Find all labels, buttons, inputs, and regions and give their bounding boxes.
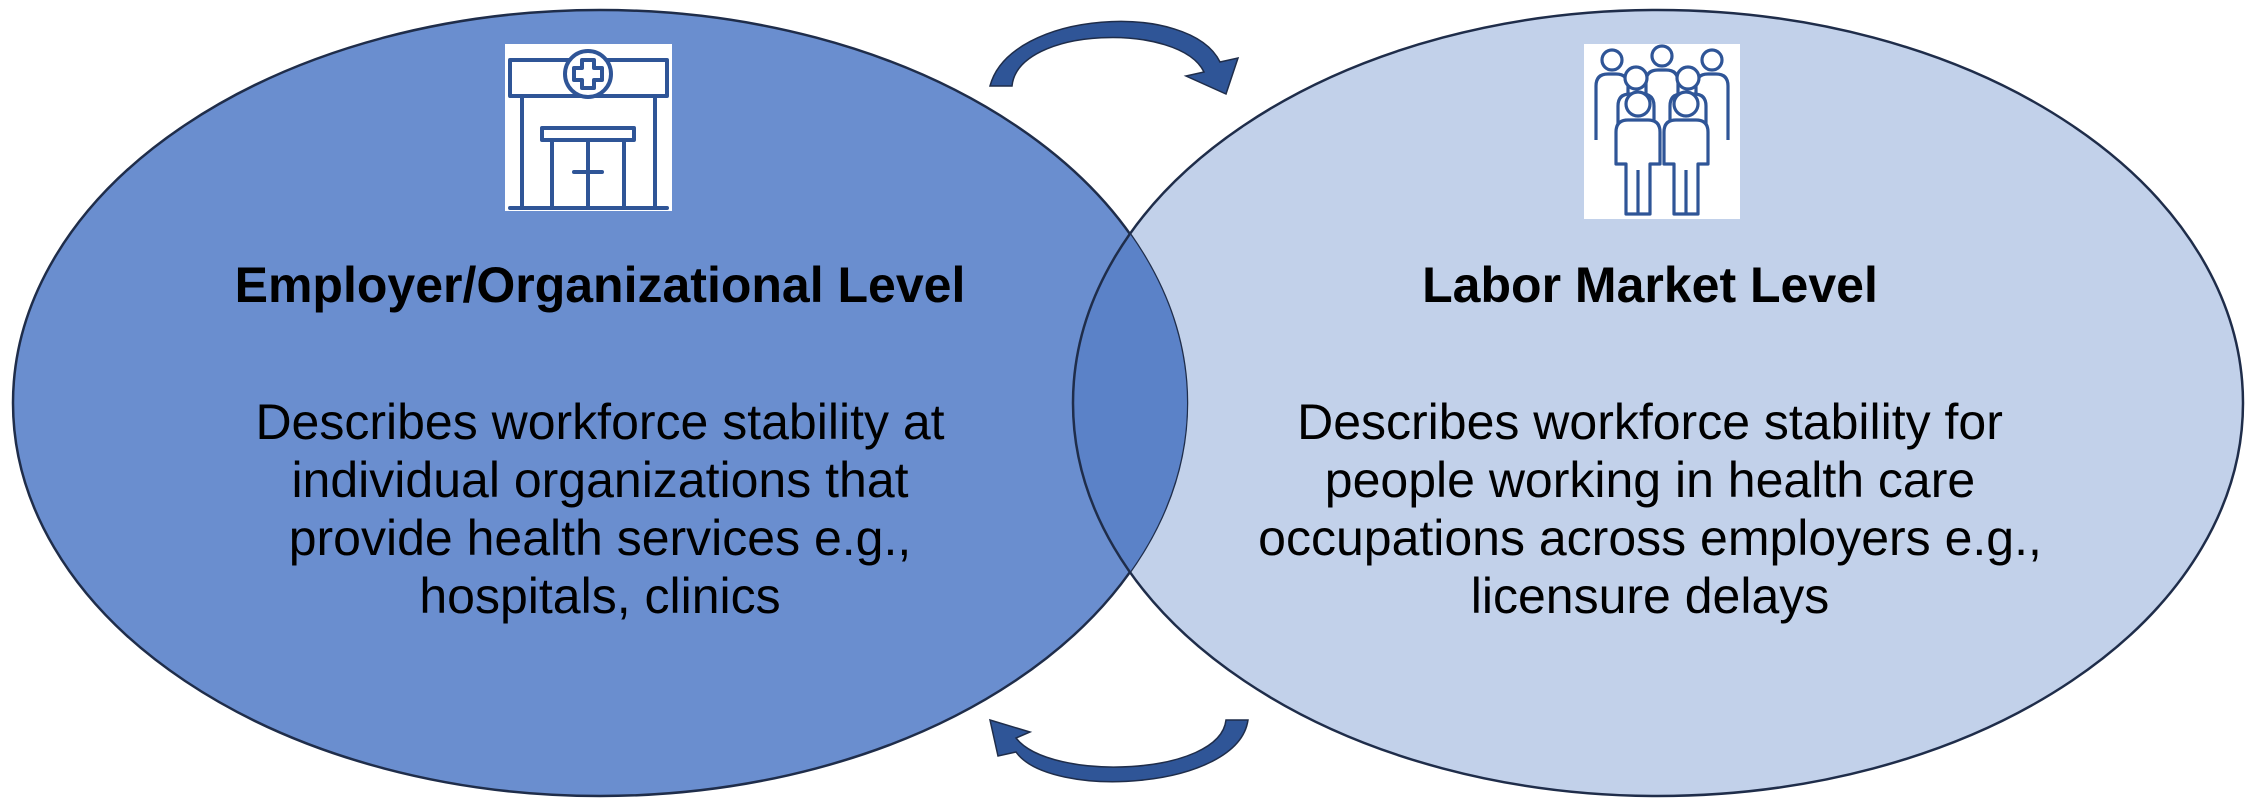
bottom-curved-arrow-icon — [988, 718, 1249, 783]
employer-description-line: provide health services e.g., — [288, 510, 912, 566]
employer-title: Employer/Organizational Level — [234, 257, 966, 313]
overlap-region — [1071, 10, 1187, 796]
people-group-icon — [1584, 44, 1740, 219]
employer-description-line: individual organizations that — [291, 452, 909, 508]
labor-market-description: Describes workforce stability for people… — [1200, 393, 2100, 625]
labor-market-text-group: Labor Market Level — [1200, 256, 2100, 314]
labor-market-description-line: occupations across employers e.g., — [1258, 510, 2042, 566]
employer-description-line: Describes workforce stability at — [255, 394, 945, 450]
employer-text-group: Employer/Organizational Level — [150, 256, 1050, 314]
labor-market-description-line: people working in health care — [1324, 452, 1976, 508]
labor-market-title: Labor Market Level — [1422, 257, 1878, 313]
labor-market-description-line: Describes workforce stability for — [1297, 394, 2003, 450]
employer-description: Describes workforce stability at individ… — [150, 393, 1050, 625]
labor-market-description-line: licensure delays — [1470, 568, 1830, 624]
top-curved-arrow-icon — [989, 20, 1240, 96]
employer-description-line: hospitals, clinics — [419, 568, 781, 624]
hospital-building-icon — [505, 44, 672, 211]
